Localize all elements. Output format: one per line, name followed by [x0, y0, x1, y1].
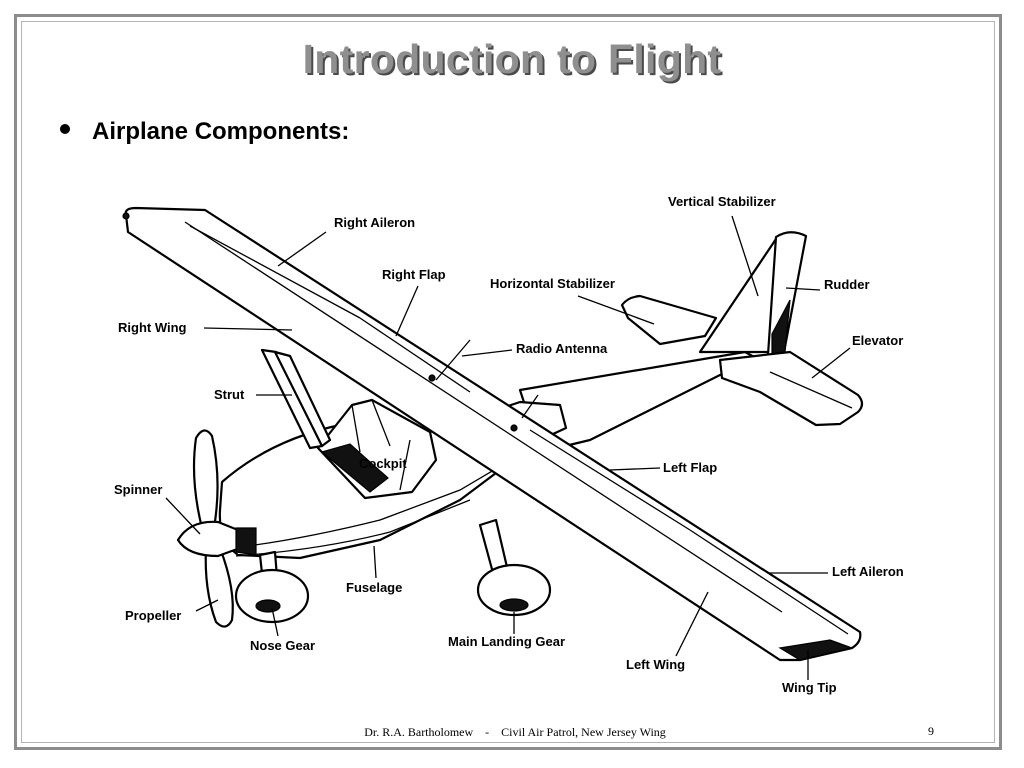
radio-antenna-leader: [461, 349, 513, 357]
spinner-leader: [165, 497, 201, 535]
label-right-wing: Right Wing: [118, 320, 187, 335]
label-propeller: Propeller: [125, 608, 181, 623]
label-elevator: Elevator: [852, 333, 903, 348]
fuselage-leader: [373, 545, 377, 579]
right-aileron-line: [189, 225, 361, 319]
left-aileron-line: [689, 529, 849, 635]
label-right-flap: Right Flap: [382, 267, 446, 282]
left-flap-leader: [609, 467, 661, 471]
label-nose-gear: Nose Gear: [250, 638, 315, 653]
left-wing-leader: [675, 591, 709, 657]
footer-credit: Dr. R.A. Bartholomew - Civil Air Patrol,…: [364, 725, 666, 739]
right-aileron-leader: [277, 231, 327, 267]
page-number: 9: [928, 724, 934, 738]
label-rudder: Rudder: [824, 277, 870, 292]
bullet-dot: [60, 124, 70, 134]
right-flap-line: [359, 317, 471, 393]
slide-title: Introduction to Flight: [302, 36, 722, 82]
right-wing-leader: [203, 327, 293, 331]
label-spinner: Spinner: [114, 482, 162, 497]
wing-tip: [778, 639, 855, 661]
propeller-lower-blade: [204, 546, 234, 628]
label-radio-antenna: Radio Antenna: [516, 341, 608, 356]
label-vertical-stabilizer: Vertical Stabilizer: [668, 194, 776, 209]
label-main-landing-gear: Main Landing Gear: [448, 634, 565, 649]
rudder-leader: [785, 287, 821, 291]
label-horizontal-stabilizer: Horizontal Stabilizer: [490, 276, 615, 291]
left-flap-line: [529, 429, 691, 531]
label-cockpit: Cockpit: [359, 456, 407, 471]
elevator: [718, 350, 864, 427]
label-fuselage: Fuselage: [346, 580, 402, 595]
nose-gear-leader: [271, 607, 279, 637]
bullet-text: Airplane Components:: [92, 118, 350, 145]
spinner: [176, 520, 242, 558]
right-flap-leader: [395, 285, 419, 337]
propeller-upper-blade: [192, 429, 219, 530]
label-right-aileron: Right Aileron: [334, 215, 415, 230]
propeller-leader: [195, 599, 219, 612]
label-strut: Strut: [214, 387, 245, 402]
label-wing-tip: Wing Tip: [782, 680, 837, 695]
slide-border: [14, 14, 1002, 750]
nose-gear-wheel: [234, 568, 310, 624]
label-left-wing: Left Wing: [626, 657, 685, 672]
radio-antenna: [435, 339, 471, 381]
label-left-aileron: Left Aileron: [832, 564, 904, 579]
vertical-stabilizer-leader: [731, 215, 759, 297]
cockpit-seat: [320, 443, 389, 493]
label-left-flap: Left Flap: [663, 460, 717, 475]
elevator-leader: [811, 347, 851, 379]
slide-inner-border: [21, 21, 995, 743]
horizontal-stabilizer-leader: [577, 295, 655, 325]
horizontal-stabilizer-right: [620, 294, 718, 346]
